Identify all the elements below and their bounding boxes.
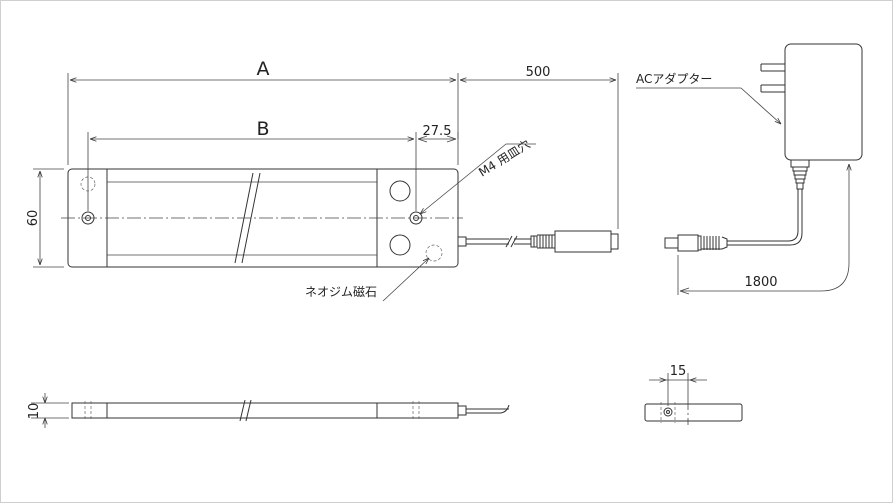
dimension-60-label: 60 (26, 210, 41, 227)
dimension-b-label: B (256, 118, 269, 140)
dimension-a-label: A (257, 58, 270, 80)
dimension-10: 10 (27, 393, 69, 428)
dimension-1800-label: 1800 (744, 275, 777, 290)
ac-adapter (664, 43, 863, 252)
mount-hole-label: M4 用皿穴 (476, 136, 533, 179)
dimension-27-5-label: 27.5 (423, 124, 452, 139)
light-bar-top-view (61, 168, 463, 268)
dimension-500-label: 500 (526, 65, 551, 80)
dimension-b: B (87, 118, 417, 211)
dimension-60: 60 (26, 168, 64, 268)
mount-hole-callout: M4 用皿穴 (420, 136, 536, 214)
adapter-callout: ACアダプター (636, 71, 781, 124)
dimension-500: 500 (460, 65, 619, 229)
cable-and-connector (457, 230, 619, 253)
magnet-callout: ネオジム磁石 (305, 258, 429, 302)
dimension-10-label: 10 (27, 403, 42, 420)
light-bar-side-view (71, 399, 510, 422)
dimension-27-5: 27.5 (417, 124, 459, 143)
adapter-label: ACアダプター (636, 71, 712, 86)
dimension-a: A (67, 58, 459, 165)
dimension-15: 15 (649, 364, 707, 406)
dimension-1800: 1800 (677, 164, 849, 295)
magnet-label: ネオジム磁石 (305, 284, 377, 299)
dimension-15-label: 15 (670, 364, 687, 379)
light-bar-end-view (644, 396, 743, 425)
